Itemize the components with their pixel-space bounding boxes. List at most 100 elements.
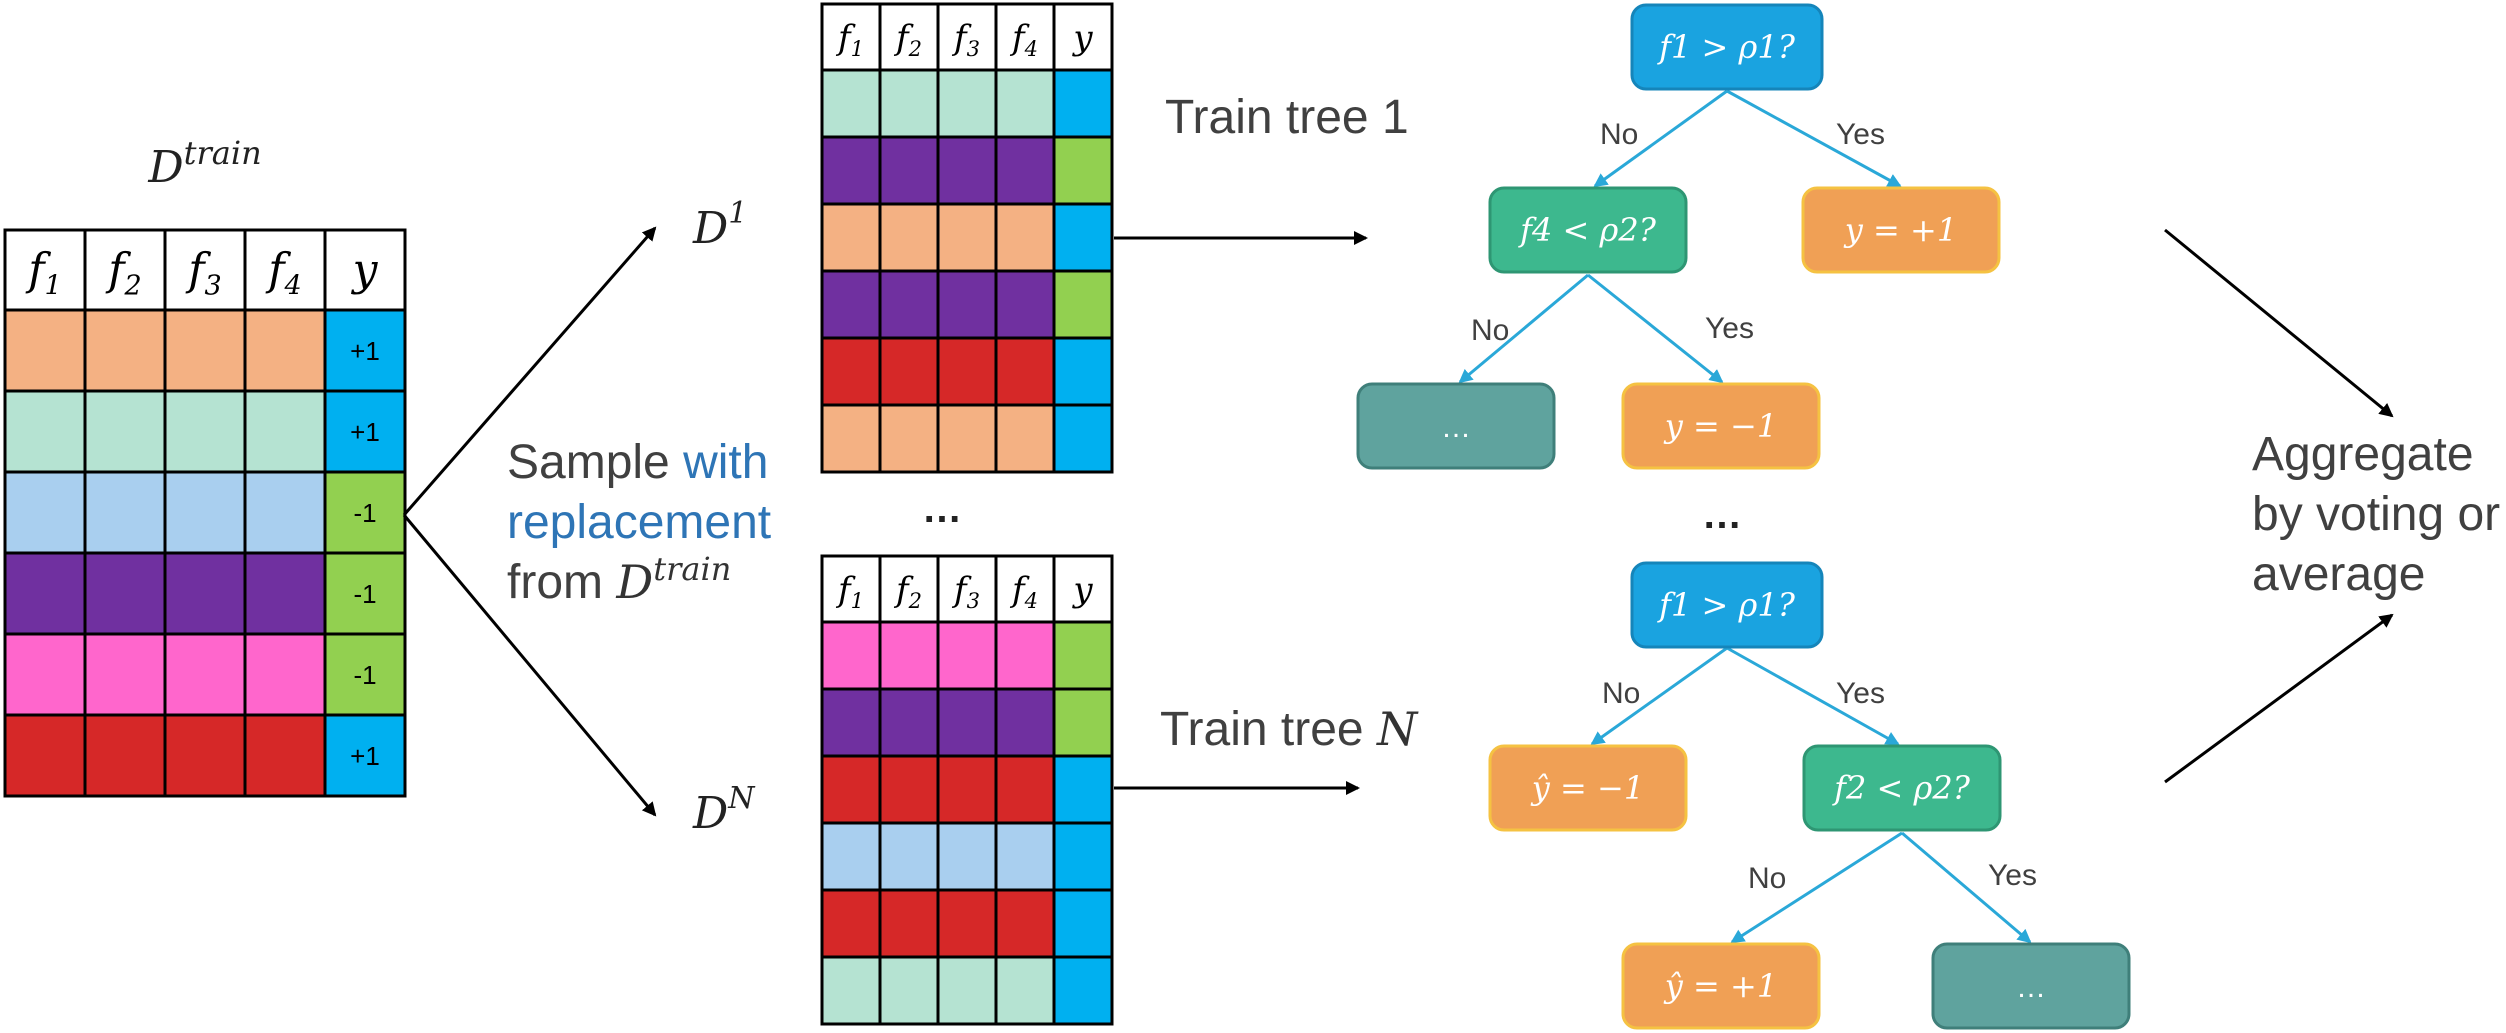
sample-table-n-row-5-feature-cell-1 — [878, 955, 940, 1026]
train-table-row-5-feature-cell-1 — [83, 713, 167, 798]
sample-table-n-row-2-label-cell — [1052, 754, 1114, 825]
sample-table-n-row-3-label-cell — [1052, 821, 1114, 892]
sample-table-n-row-4-feature-cell-3 — [994, 888, 1056, 959]
sample-table-1-row-5-feature-cell-1 — [878, 403, 940, 474]
tree-n-edges — [1590, 646, 2032, 944]
sample-table-1-row-1-feature-cell-2 — [936, 135, 998, 206]
sample-table-n-row-0-feature-cell-3 — [994, 620, 1056, 691]
train-table-row-1-label-cell — [323, 389, 407, 474]
tree1-root-text: f1 > ρ1? — [1657, 28, 1796, 66]
tree1-leftright-text: y = −1 — [1663, 407, 1777, 445]
treen-rightright-node — [1931, 942, 2131, 1030]
train-table-row-1-feature-cell-0 — [3, 389, 87, 474]
train-table-row-1-feature-cell-1 — [83, 389, 167, 474]
train-table-row-1-feature-cell-2 — [163, 389, 247, 474]
sample-table-n-row-4-label-cell — [1052, 888, 1114, 959]
sample-table-1-row-1-feature-cell-1 — [878, 135, 940, 206]
aggregate-line3: average — [2252, 548, 2425, 601]
sample-table-n-row-4-feature-cell-0 — [820, 888, 882, 959]
tree1-edge-root-left — [1593, 89, 1728, 188]
tree1-root-node — [1630, 3, 1824, 91]
tree1-leftleft-node — [1356, 382, 1556, 470]
sample-table-1-header-cell-2 — [936, 2, 998, 72]
tree1-edge-label-no-1: No — [1600, 118, 1638, 151]
train-table-row-5-label-text: +1 — [350, 741, 380, 771]
train-table-row-1-feature-cell-3 — [243, 389, 327, 474]
tree1-left-text: f4 < ρ2? — [1518, 211, 1657, 249]
sample-table-1-row-5-label-cell — [1052, 403, 1114, 474]
sample-table-1-row-3-feature-cell-0 — [820, 269, 882, 340]
sample-table-n-row-5-feature-cell-0 — [820, 955, 882, 1026]
sample-table-n-row-1-feature-cell-3 — [994, 687, 1056, 758]
arrow-to-dn — [402, 514, 657, 817]
treen-edge-label-no-1: No — [1602, 677, 1640, 710]
train-table-row-2-label-text: -1 — [353, 498, 376, 528]
train-table-row-4-feature-cell-0 — [3, 632, 87, 717]
sample-text-line3: from Dtrain — [507, 550, 731, 609]
train-table-row-4-label-text: -1 — [353, 660, 376, 690]
train-title-sup: train — [184, 134, 262, 172]
sample-table-n-row-5-feature-cell-3 — [994, 955, 1056, 1026]
tree1-leftright-leaf — [1621, 382, 1821, 470]
sample-table-n-row-3-feature-cell-1 — [878, 821, 940, 892]
treen-edge-label-no-2: No — [1748, 862, 1786, 895]
treen-edge-right-rightleft — [1730, 831, 1903, 944]
train-table-row-3-feature-cell-1 — [83, 551, 167, 636]
treen-rightright-text: … — [2016, 971, 2046, 1004]
sample-text-line2: replacement — [507, 496, 771, 549]
sample-table-1-row-5-feature-cell-0 — [820, 403, 882, 474]
sample-table-n-row-1-feature-cell-1 — [878, 687, 940, 758]
train-table-header-4: y — [351, 244, 379, 295]
train-table-row-3-feature-cell-3 — [243, 551, 327, 636]
train-table-header-cell-0 — [3, 228, 87, 312]
sample-table-n-row-5-feature-cell-2 — [936, 955, 998, 1026]
train-table-row-2-feature-cell-1 — [83, 470, 167, 555]
train-table-row-4-feature-cell-1 — [83, 632, 167, 717]
treen-edge-label-yes-1: Yes — [1836, 677, 1885, 710]
treen-root-node — [1630, 561, 1824, 649]
sample-table-n-row-0-feature-cell-2 — [936, 620, 998, 691]
sample-table-1-row-0-feature-cell-2 — [936, 68, 998, 139]
sample-table-1-row-2-feature-cell-0 — [820, 202, 882, 273]
train-table-row-2-feature-cell-3 — [243, 470, 327, 555]
treen-right-node — [1802, 744, 2002, 832]
tree-n: f1 > ρ1? ŷ = −1 f2 < ρ2? ŷ = +1 … — [1488, 561, 2131, 1030]
treen-rightleft-text: ŷ = +1 — [1663, 967, 1777, 1005]
sample-table-1-header-cell-4 — [1052, 2, 1114, 72]
train-table-title: Dtrain — [147, 134, 261, 193]
sample-table-n-row-4-feature-cell-1 — [878, 888, 940, 959]
train-table-row-0-feature-cell-1 — [83, 308, 167, 393]
tree-1-edges — [1458, 89, 1902, 384]
tree1-edge-label-yes-2: Yes — [1705, 312, 1754, 345]
sample-table-1-row-3-feature-cell-3 — [994, 269, 1056, 340]
sample-table-n-row-2-feature-cell-3 — [994, 754, 1056, 825]
tables-ellipsis: … — [922, 487, 962, 531]
sample-table-n-row-3-feature-cell-0 — [820, 821, 882, 892]
sample-table-1-row-5-feature-cell-2 — [936, 403, 998, 474]
sample-table-1-row-0-label-cell — [1052, 68, 1114, 139]
treen-edge-right-rightright — [1901, 831, 2032, 944]
sample-table-n-row-0-label-cell — [1052, 620, 1114, 691]
treen-left-leaf — [1488, 744, 1688, 832]
train-table-row-2-label-cell — [323, 470, 407, 555]
treen-edge-root-left — [1590, 646, 1728, 746]
sample-table-n-row-2-feature-cell-1 — [878, 754, 940, 825]
treen-right-text: f2 < ρ2? — [1832, 769, 1971, 807]
sample-table-n-row-4-feature-cell-2 — [936, 888, 998, 959]
train-tree-n-label: Train tree N — [1160, 702, 1419, 756]
sample-table-1-row-1-label-cell — [1052, 135, 1114, 206]
train-table-row-3-feature-cell-2 — [163, 551, 247, 636]
train-table-row-4-label-cell — [323, 632, 407, 717]
aggregate-line1: Aggregate — [2252, 428, 2474, 481]
sample-table-n-row-3-feature-cell-2 — [936, 821, 998, 892]
sample-text-line1: Sample with — [507, 436, 768, 489]
sample-table-n-row-0-feature-cell-0 — [820, 620, 882, 691]
tree1-edge-left-leftright — [1587, 273, 1724, 384]
dn-label: DN — [692, 781, 756, 839]
sample-table-1-row-0-feature-cell-3 — [994, 68, 1056, 139]
treen-root-text: f1 > ρ1? — [1657, 586, 1796, 624]
sample-table-n-header-cell-4 — [1052, 554, 1114, 624]
sample-table-n-row-1-label-cell — [1052, 687, 1114, 758]
